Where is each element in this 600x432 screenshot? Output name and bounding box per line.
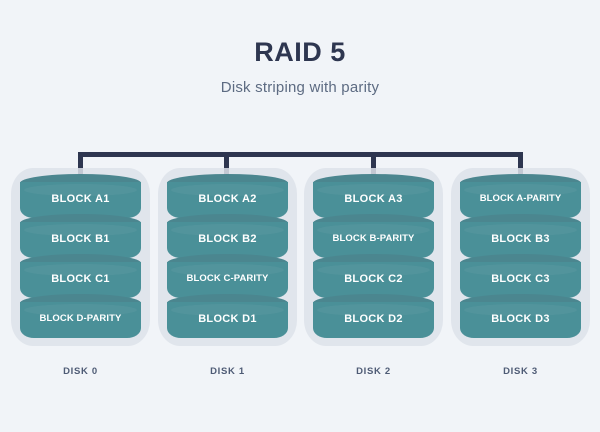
disk-block[interactable]: BLOCK D1 bbox=[167, 294, 288, 342]
parity-block-label: BLOCK D-PARITY bbox=[39, 313, 122, 324]
disk-block[interactable]: BLOCK A-PARITY bbox=[460, 174, 581, 222]
disk-block[interactable]: BLOCK B3 bbox=[460, 214, 581, 262]
disk-block[interactable]: BLOCK D3 bbox=[460, 294, 581, 342]
disk-block[interactable]: BLOCK C-PARITY bbox=[167, 254, 288, 302]
disk-block[interactable]: BLOCK C1 bbox=[20, 254, 141, 302]
block-cap-highlight bbox=[317, 264, 430, 276]
block-cap-highlight bbox=[317, 304, 430, 316]
parity-block-label: BLOCK B-PARITY bbox=[332, 233, 415, 244]
page-title: RAID 5 bbox=[254, 37, 346, 67]
block-cap-highlight bbox=[464, 184, 577, 196]
parity-block-label: BLOCK C-PARITY bbox=[186, 273, 269, 284]
block-cap-highlight bbox=[464, 224, 577, 236]
block-cap-highlight bbox=[317, 224, 430, 236]
disk-caption-2: DISK 2 bbox=[356, 366, 391, 377]
diagram-header: RAID 5 Disk striping with parity bbox=[0, 37, 600, 96]
block-cap-highlight bbox=[24, 224, 137, 236]
disk-caption-1: DISK 1 bbox=[210, 366, 245, 377]
block-cap-highlight bbox=[464, 264, 577, 276]
data-block-label: BLOCK D3 bbox=[491, 313, 550, 325]
disk-block[interactable]: BLOCK C2 bbox=[313, 254, 434, 302]
data-block-label: BLOCK C2 bbox=[344, 273, 403, 285]
data-block-label: BLOCK A1 bbox=[51, 193, 110, 205]
disk-block[interactable]: BLOCK B2 bbox=[167, 214, 288, 262]
data-block-label: BLOCK C1 bbox=[51, 273, 110, 285]
block-cap-highlight bbox=[24, 304, 137, 316]
block-cap-highlight bbox=[24, 184, 137, 196]
block-stack: BLOCK A2 BLOCK B2 BLOCK C-PARITY BLOCK D1 bbox=[167, 174, 288, 338]
block-cap-highlight bbox=[317, 184, 430, 196]
disk-block[interactable]: BLOCK B1 bbox=[20, 214, 141, 262]
block-cap-highlight bbox=[464, 304, 577, 316]
block-cap-highlight bbox=[24, 264, 137, 276]
data-block-label: BLOCK D1 bbox=[198, 313, 257, 325]
block-stack: BLOCK A1 BLOCK B1 BLOCK C1 BLOCK D-PARITY bbox=[20, 174, 141, 338]
disk-caption-0: DISK 0 bbox=[63, 366, 98, 377]
disk-array: BLOCK A1 BLOCK B1 BLOCK C1 BLOCK D-PARITY DI… bbox=[0, 168, 600, 388]
data-block-label: BLOCK A3 bbox=[344, 193, 403, 205]
data-block-label: BLOCK C3 bbox=[491, 273, 550, 285]
disk-block[interactable]: BLOCK A3 bbox=[313, 174, 434, 222]
disk-block[interactable]: BLOCK D2 bbox=[313, 294, 434, 342]
block-cap-highlight bbox=[171, 184, 284, 196]
controller-bus-line bbox=[78, 152, 523, 157]
block-cap-highlight bbox=[171, 224, 284, 236]
block-stack: BLOCK A-PARITY BLOCK B3 BLOCK C3 BLOCK D3 bbox=[460, 174, 581, 338]
data-block-label: BLOCK B2 bbox=[198, 233, 257, 245]
data-block-label: BLOCK B3 bbox=[491, 233, 550, 245]
page-subtitle: Disk striping with parity bbox=[220, 78, 380, 96]
data-block-label: BLOCK A2 bbox=[198, 193, 257, 205]
block-stack: BLOCK A3 BLOCK B-PARITY BLOCK C2 BLOCK D2 bbox=[313, 174, 434, 338]
disk-block[interactable]: BLOCK A2 bbox=[167, 174, 288, 222]
data-block-label: BLOCK B1 bbox=[51, 233, 110, 245]
disk-caption-3: DISK 3 bbox=[503, 366, 538, 377]
disk-block[interactable]: BLOCK A1 bbox=[20, 174, 141, 222]
data-block-label: BLOCK D2 bbox=[344, 313, 403, 325]
parity-block-label: BLOCK A-PARITY bbox=[479, 193, 562, 204]
disk-block[interactable]: BLOCK B-PARITY bbox=[313, 214, 434, 262]
block-cap-highlight bbox=[171, 304, 284, 316]
disk-block[interactable]: BLOCK C3 bbox=[460, 254, 581, 302]
block-cap-highlight bbox=[171, 264, 284, 276]
disk-block[interactable]: BLOCK D-PARITY bbox=[20, 294, 141, 342]
